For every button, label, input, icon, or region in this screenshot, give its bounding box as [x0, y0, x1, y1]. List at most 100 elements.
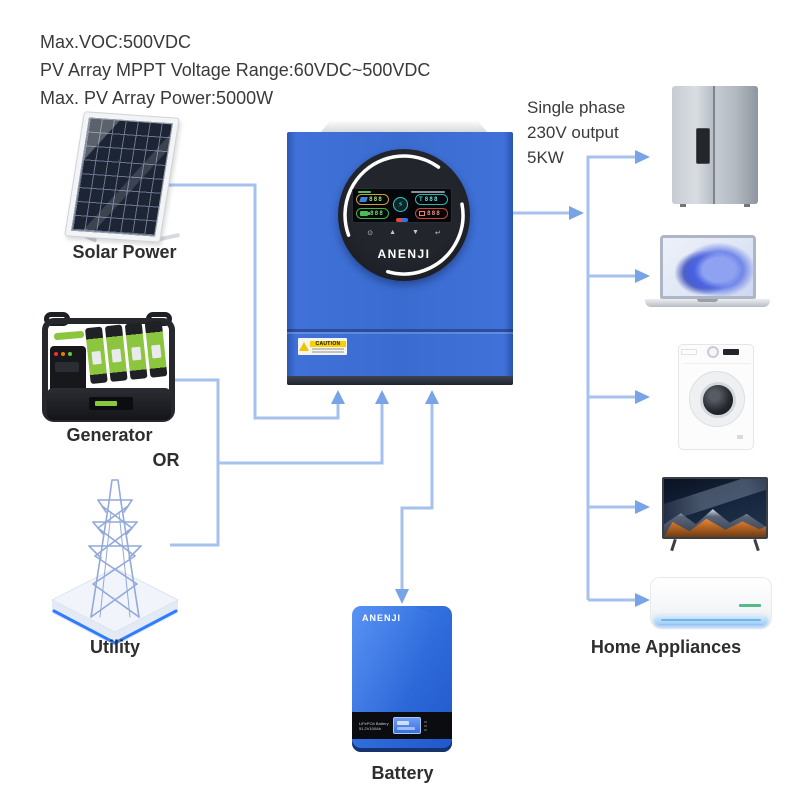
spec-line-3: Max. PV Array Power:5000W: [40, 88, 274, 108]
washer-drawer: [681, 349, 697, 355]
caution-text: CAUTION: [310, 340, 346, 347]
power-button-icon: ⊙: [367, 230, 374, 237]
inverter-seam: [287, 329, 513, 332]
load-glyph: [419, 211, 425, 216]
caution-label: CAUTION: [298, 338, 347, 355]
generator-batteries: [84, 320, 171, 390]
battery-indicator: 888: [356, 208, 389, 219]
arrow-right-laptop: [635, 269, 650, 283]
washing-machine-icon: [678, 344, 754, 450]
arrow-right-tv: [635, 500, 650, 514]
washer-knob: [707, 346, 719, 358]
arrow-right-fridge: [635, 150, 650, 164]
caution-fine-print: [312, 347, 344, 350]
inverter-bottom-strip: [287, 376, 513, 385]
washer-control-panel: [683, 350, 751, 364]
appliance-trunk-line: [586, 155, 637, 600]
battery-info-band: LiFePO4 Battery 51.2V100Ah: [352, 712, 452, 739]
battery-label: Battery: [371, 763, 434, 783]
battery-pack: [104, 324, 128, 382]
grid-tower-glyph: T: [419, 196, 423, 203]
arrow-up-solar: [331, 390, 345, 404]
arrow-down-battery: [395, 589, 409, 604]
ac-vent-slit: [661, 619, 761, 621]
washer-door: [689, 371, 745, 427]
lcd-status-bar-right: [411, 191, 445, 193]
led-dot: [54, 352, 58, 356]
solar-label: Solar Power: [72, 242, 177, 262]
output-line-1: Single phase: [527, 98, 626, 117]
tv-leg: [670, 538, 677, 552]
arrow-right-output: [569, 206, 584, 220]
battery-pack: [124, 322, 148, 380]
warning-triangle-icon: [299, 342, 309, 351]
grid-indicator: T 888: [415, 194, 448, 205]
washer-display: [723, 349, 739, 355]
up-button-icon: ▲: [389, 229, 396, 236]
generator-icon: [42, 312, 175, 426]
battery-pack: [144, 320, 168, 378]
fridge-display-panel: [696, 128, 710, 164]
arrow-up-or: [375, 390, 389, 404]
tv-leg: [753, 538, 760, 552]
battery-band-buttons: [423, 720, 427, 731]
inverter-brand-logo: ANENJI: [377, 247, 431, 261]
lcd-status-bar-left: [358, 191, 371, 193]
solar-panel-icon: [64, 111, 180, 243]
inverter-lcd: 888 T 888 888 888 ⚡: [352, 188, 452, 223]
caution-fine-print: [312, 350, 344, 353]
battery-sheen: [352, 606, 442, 729]
led-dot: [61, 352, 65, 356]
arrow-right-washer: [635, 390, 650, 404]
tower-lattice: [88, 479, 142, 618]
arrow-up-battery: [425, 390, 439, 404]
washer-button: [737, 435, 743, 439]
laptop-notch: [697, 299, 718, 302]
battery-charge-line: [400, 403, 434, 590]
solar-cells: [71, 117, 173, 237]
appliances-label: Home Appliances: [590, 637, 742, 657]
down-button-icon: ▼: [412, 229, 419, 236]
or-to-inverter-line: [218, 403, 384, 465]
touch-buttons: ⊙ ▲ ▼ ↵: [338, 229, 470, 237]
fridge-door-split: [713, 86, 715, 204]
solar-panel-glyph: [359, 197, 368, 202]
battery-value: 888: [370, 210, 384, 217]
inverter-unit: CAUTION 888 T 888: [287, 132, 513, 385]
spec-line-2: PV Array MPPT Voltage Range:60VDC~500VDC: [40, 60, 431, 80]
pv-value: 888: [369, 196, 383, 203]
battery-band-line-2: 51.2V100Ah: [359, 725, 382, 731]
pv-specs: Max.VOC:500VDC PV Array MPPT Voltage Ran…: [40, 28, 430, 112]
laptop-base: [645, 299, 770, 307]
fridge-foot: [680, 204, 686, 207]
or-label: OR: [152, 450, 180, 470]
arrow-right-ac: [635, 593, 650, 607]
enter-button-icon: ↵: [434, 230, 441, 237]
led-dot: [68, 352, 72, 356]
battery-lcd: [392, 717, 421, 734]
laptop-icon: [645, 233, 770, 315]
tv-icon: [662, 477, 768, 553]
pv-indicator: 888: [356, 194, 389, 205]
output-note: Single phase 230V output 5KW: [527, 95, 625, 170]
refrigerator-icon: [672, 86, 758, 207]
battery-glyph: [360, 211, 370, 216]
air-conditioner-icon: [650, 577, 772, 629]
battery-unit: ANENJI LiFePO4 Battery 51.2V100Ah: [352, 606, 452, 752]
spec-line-1: Max.VOC:500VDC: [40, 32, 192, 52]
generator-base: [47, 388, 171, 420]
washer-drum: [700, 382, 736, 418]
generator-label: Generator: [66, 425, 153, 445]
laptop-screen: [660, 235, 756, 299]
generator-screen: [55, 362, 79, 372]
laptop-wallpaper: [663, 238, 753, 296]
grid-value: 888: [424, 196, 439, 203]
output-line-3: 5KW: [527, 148, 564, 167]
platform-glow: [52, 609, 178, 645]
fridge-foot: [744, 204, 750, 207]
generator-badge: [89, 397, 133, 410]
inverter-display-circle: 888 T 888 888 888 ⚡ ⊙ ▲: [338, 149, 470, 281]
utility-tower-icon: [50, 479, 180, 646]
